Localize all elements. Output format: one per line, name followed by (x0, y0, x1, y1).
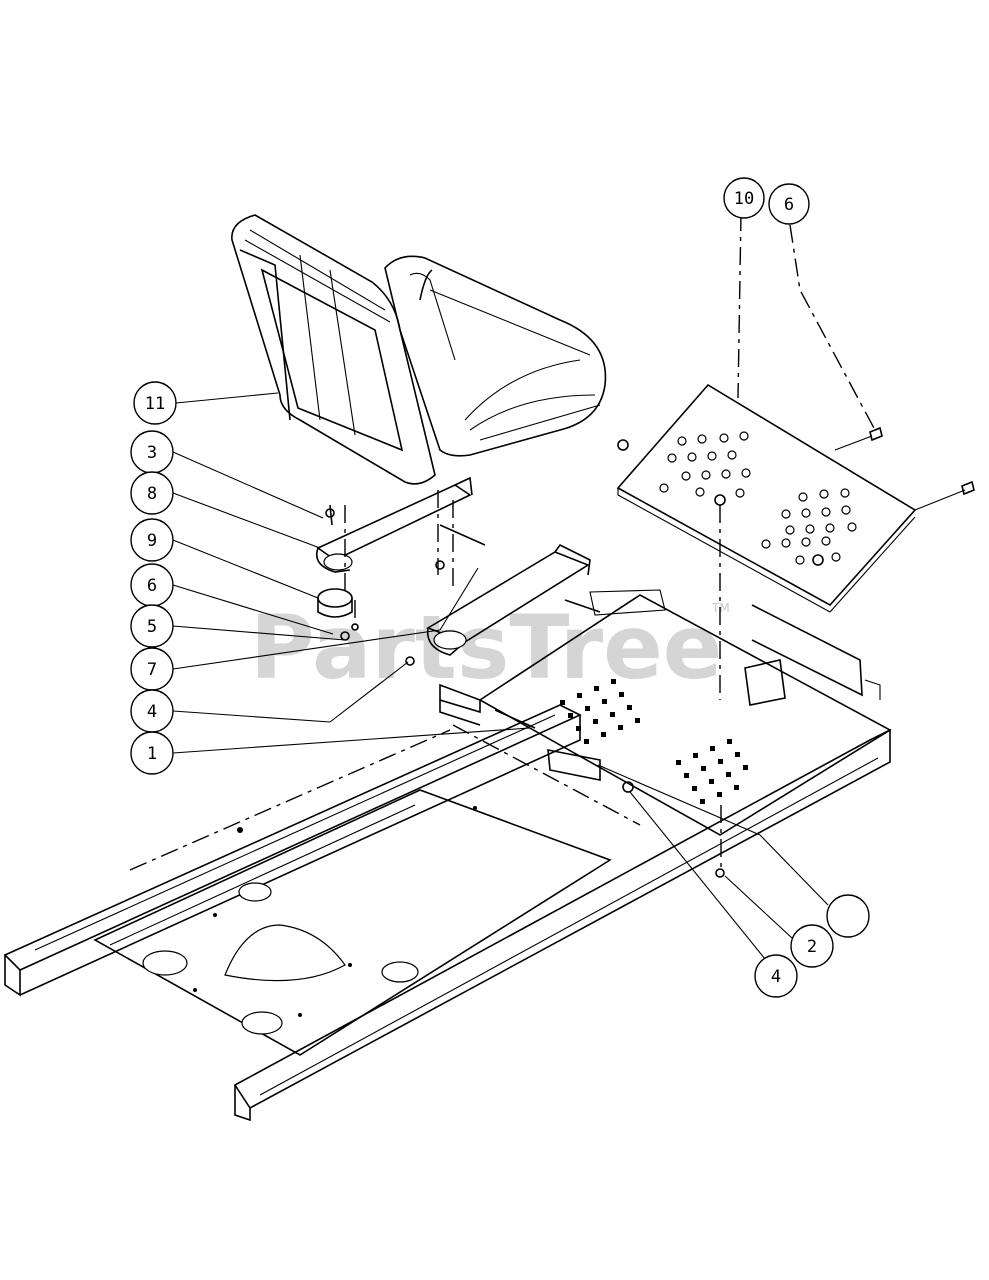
leader-lines (129, 212, 876, 976)
callout-10[interactable]: 10 (723, 177, 765, 219)
callout-7-label: 7 (147, 660, 157, 680)
callout-1[interactable]: 1 (130, 731, 174, 775)
callout-blank[interactable] (826, 894, 870, 938)
callout-1-label: 1 (147, 744, 157, 764)
callout-2-label: 2 (807, 937, 817, 957)
callout-3-label: 3 (147, 443, 157, 463)
callout-11-label: 11 (145, 394, 165, 414)
callout-4-bottom[interactable]: 4 (754, 954, 798, 998)
callout-3[interactable]: 3 (130, 430, 174, 474)
callout-9[interactable]: 9 (130, 518, 174, 562)
callout-7[interactable]: 7 (130, 647, 174, 691)
floor-plate (616, 383, 975, 613)
deck-hole (142, 950, 188, 976)
deck-hole (238, 882, 272, 902)
callout-6-top-label: 6 (784, 195, 794, 215)
callout-2[interactable]: 2 (790, 924, 834, 968)
callout-4-bottom-label: 4 (771, 967, 781, 987)
callout-8[interactable]: 8 (130, 471, 174, 515)
watermark-text: PartsTree (250, 596, 722, 699)
callout-6-top[interactable]: 6 (768, 183, 810, 225)
seat (231, 214, 607, 485)
callout-11[interactable]: 11 (133, 381, 177, 425)
mower-frame (3, 589, 892, 1122)
callout-5-label: 5 (147, 617, 157, 637)
callout-4-left-label: 4 (147, 702, 157, 722)
callout-8-label: 8 (147, 484, 157, 504)
callout-6a-label: 6 (147, 576, 157, 596)
callout-6a[interactable]: 6 (130, 563, 174, 607)
callout-9-label: 9 (147, 531, 157, 551)
callout-10-label: 10 (734, 189, 754, 209)
callout-4-left[interactable]: 4 (130, 689, 174, 733)
seat-mount-brackets (316, 476, 601, 781)
deck-hole (241, 1011, 283, 1035)
seat-pan-holes (560, 679, 748, 804)
hardware (317, 504, 725, 878)
deck-cutout (224, 924, 346, 982)
deck-hole (381, 961, 419, 983)
callout-5[interactable]: 5 (130, 604, 174, 648)
